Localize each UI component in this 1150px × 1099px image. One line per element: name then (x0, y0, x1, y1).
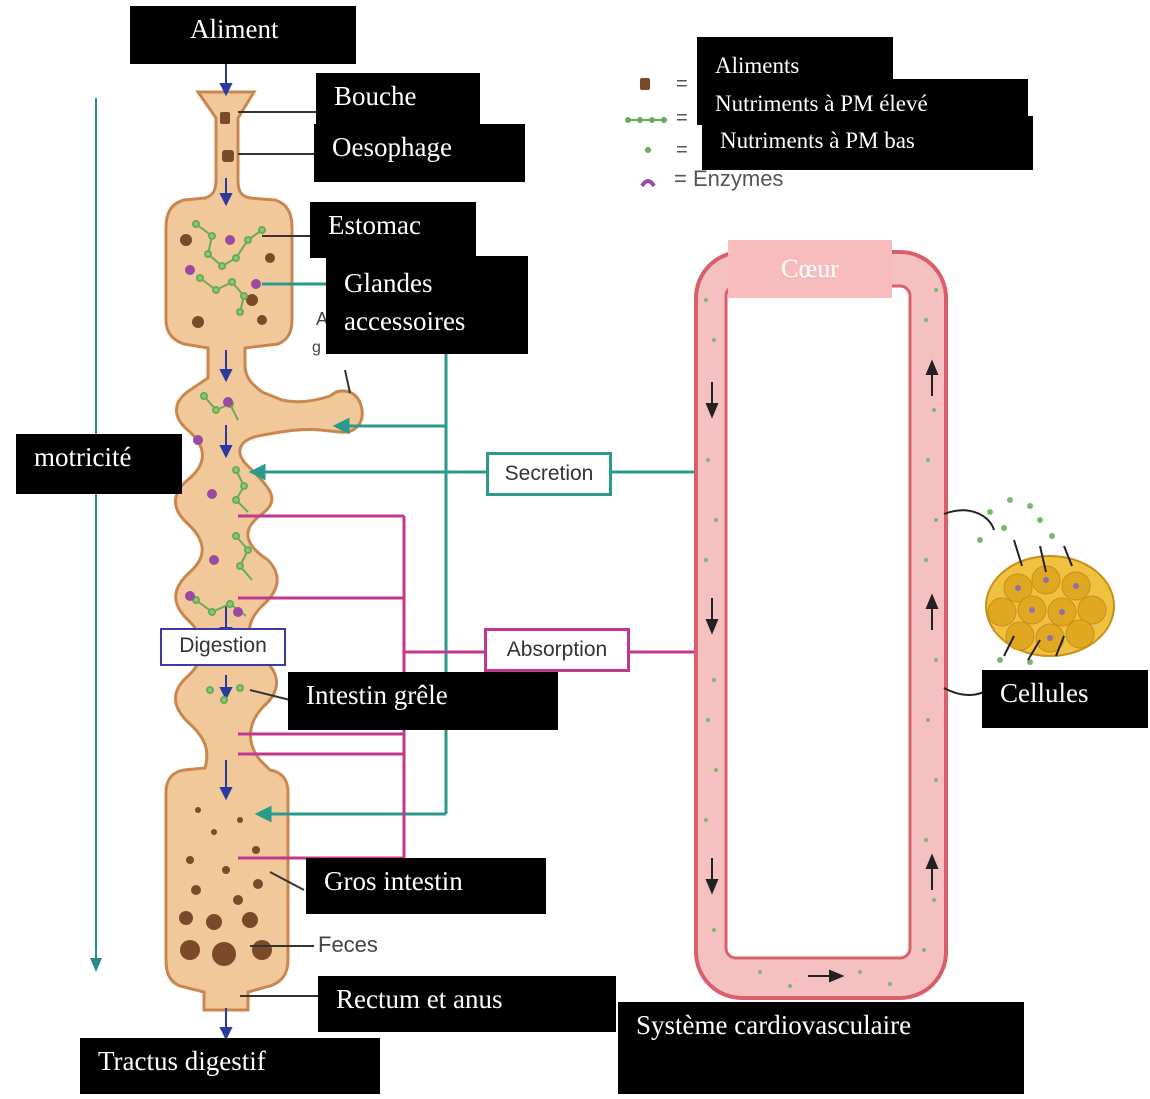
legend-chain-icon (625, 117, 667, 123)
label-motricite: motricité (16, 434, 182, 494)
legend-dot-icon (645, 147, 651, 153)
label-systeme-cardiovasculaire: Système cardiovasculaire (618, 1002, 1024, 1094)
box-absorption: Absorption (484, 628, 630, 672)
label-cellules: Cellules (982, 670, 1148, 728)
label-tractus-digestif: Tractus digestif (80, 1038, 380, 1094)
label-glandes: Glandes (344, 268, 432, 298)
svg-text:=: = (676, 139, 688, 161)
motility-arrow (90, 98, 102, 972)
box-secretion: Secretion (486, 452, 612, 496)
legend-aliments: Aliments (697, 37, 893, 85)
legend-enzyme-icon (642, 181, 654, 186)
svg-text:=: = (676, 73, 688, 95)
box-digestion: Digestion (160, 628, 286, 666)
svg-text:=: = (676, 107, 688, 129)
cardiovascular-loop (696, 252, 946, 998)
legend-enzymes: = Enzymes (674, 166, 783, 192)
label-accessoires: accessoires (344, 306, 465, 336)
legend-nutriments-pm-bas: Nutriments à PM bas (702, 116, 1033, 170)
label-bouche: Bouche (316, 73, 480, 125)
label-aliment: Aliment (130, 6, 356, 64)
cells-cluster (944, 497, 1114, 695)
label-glandes-accessoires: Glandes accessoires (326, 256, 528, 354)
label-gros-intestin: Gros intestin (306, 858, 546, 914)
label-coeur: Cœur (728, 240, 892, 298)
label-estomac: Estomac (310, 202, 476, 258)
label-rectum-anus: Rectum et anus (318, 976, 616, 1032)
label-feces: Feces (318, 932, 378, 958)
svg-text:g: g (312, 339, 321, 356)
label-oesophage: Oesophage (314, 124, 525, 182)
legend-food-icon (640, 78, 650, 90)
label-intestin-grele: Intestin grêle (288, 672, 558, 730)
